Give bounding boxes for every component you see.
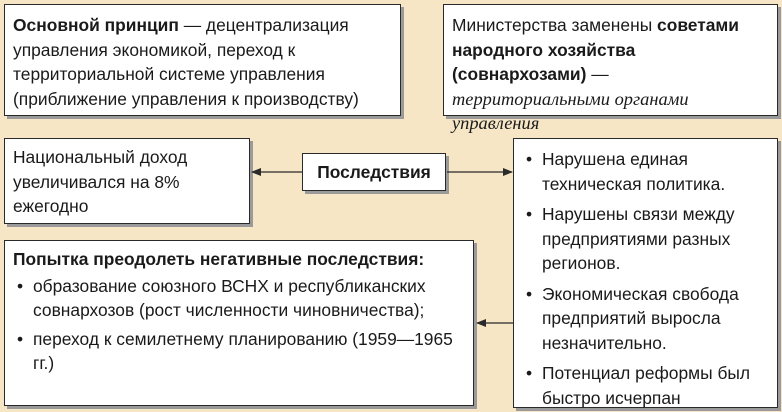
ministries-dash: —: [586, 64, 609, 84]
attempt-heading: Попытка преодолеть негативные последстви…: [13, 249, 425, 269]
ministries-bold: советами народного хозяйства (совнархоза…: [452, 15, 739, 84]
list-item: переход к семилетнему планированию (1959…: [13, 327, 465, 376]
income-text: Национальный доход увеличивался на 8% еж…: [13, 147, 188, 216]
principle-title: Основной принцип: [13, 15, 179, 35]
ministries-box: Министерства заменены советами народного…: [443, 4, 778, 133]
violations-box: Нарушена единая техническая политика. На…: [513, 138, 778, 408]
consequences-label: Последствия: [317, 162, 431, 182]
list-item: Нарушена единая техническая политика.: [522, 147, 769, 196]
list-item: образование союзного ВСНХ и республиканс…: [13, 274, 465, 323]
principle-box: Основной принцип — децентрализация управ…: [4, 4, 401, 116]
ministries-text: Министерства заменены: [452, 15, 658, 35]
principle-text: — децентрализация управления экономикой,…: [13, 15, 359, 109]
attempt-box: Попытка преодолеть негативные последстви…: [4, 240, 474, 406]
violations-list: Нарушена единая техническая политика. На…: [522, 147, 769, 410]
consequences-box: Последствия: [302, 153, 446, 191]
income-box: Национальный доход увеличивался на 8% еж…: [4, 138, 250, 224]
list-item: Экономическая свобода предприятий выросл…: [522, 282, 769, 356]
list-item: Потенциал реформы был быстро исчерпан: [522, 361, 769, 410]
ministries-italic: территориальными органами управления: [452, 88, 689, 134]
list-item: Нарушены связи между предприятиями разны…: [522, 202, 769, 276]
attempt-list: образование союзного ВСНХ и республиканс…: [13, 274, 465, 376]
